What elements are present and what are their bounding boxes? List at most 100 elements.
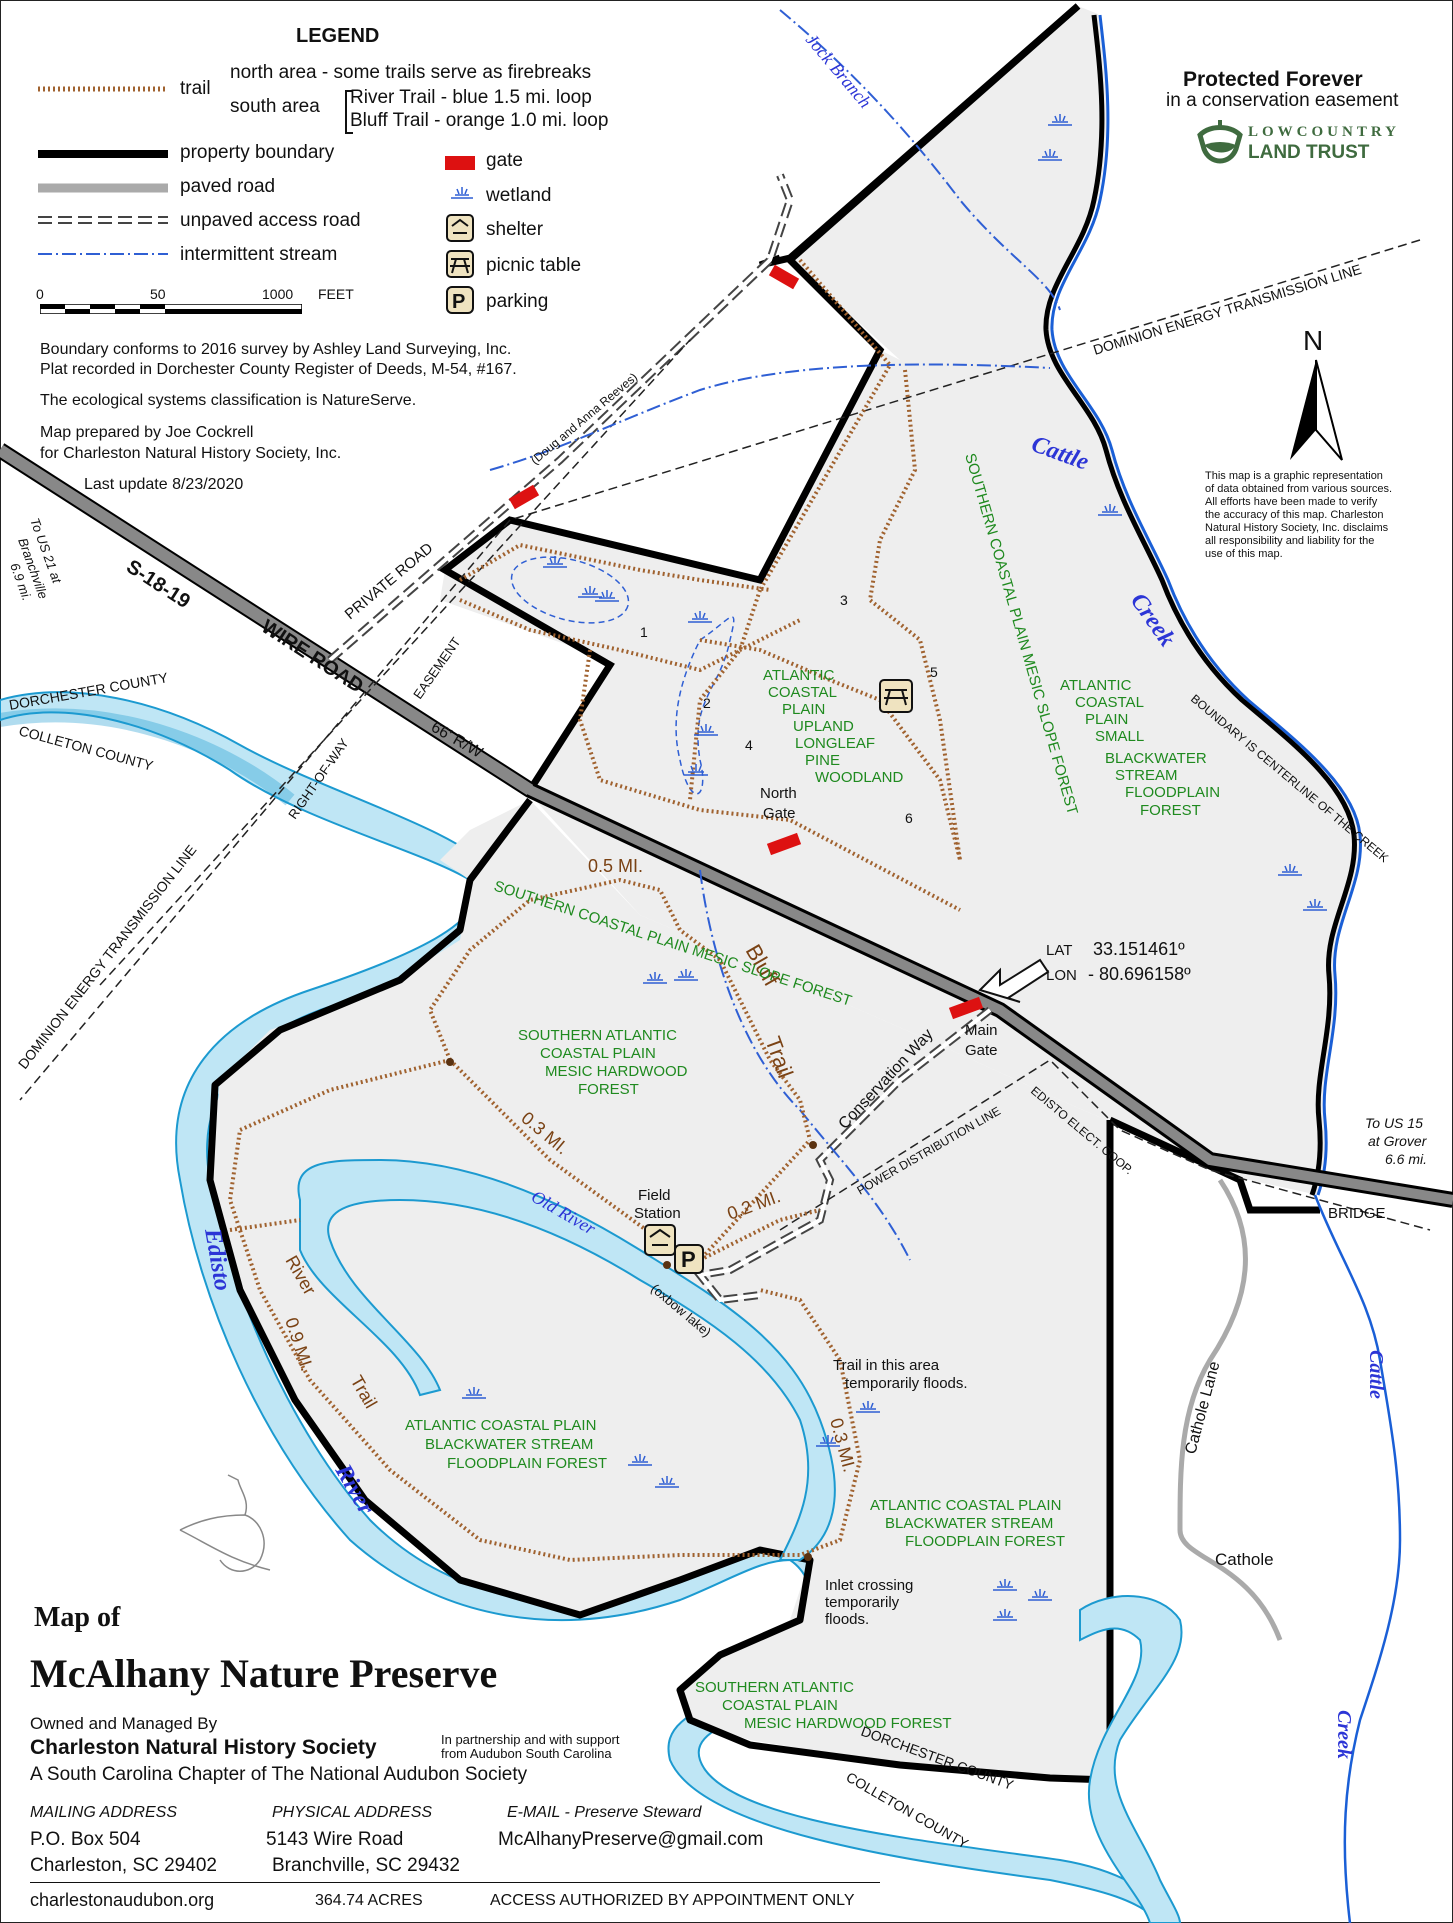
mailing-heading: MAILING ADDRESS [30,1804,177,1821]
legend-trail-label: trail [180,78,211,99]
north-stream [489,363,1051,471]
protected-line-2: in a conservation easement [1166,90,1399,111]
svg-text:FLOODPLAIN FOREST: FLOODPLAIN FOREST [447,1455,607,1472]
legend-unpaved-swatch [38,216,168,224]
scale-50: 50 [150,286,166,302]
svg-text:Cattle: Cattle [1365,1350,1387,1399]
title-map-of: Map of [34,1602,121,1633]
wetland-icon [543,556,567,568]
svg-text:UPLAND: UPLAND [793,718,854,735]
wetland-icon [643,972,667,984]
lowcountry-logo-icon [1197,120,1243,164]
svg-text:FOREST: FOREST [578,1081,639,1098]
svg-text:MESIC HARDWOOD FOREST: MESIC HARDWOOD FOREST [744,1715,952,1732]
svg-text:Creek: Creek [1333,1710,1355,1759]
svg-text:North: North [760,785,797,802]
svg-text:Field: Field [638,1187,671,1204]
svg-text:COASTAL PLAIN: COASTAL PLAIN [540,1045,656,1062]
scale-feet: FEET [318,286,354,302]
legend-title: LEGEND [296,25,380,47]
access-note: ACCESS AUTHORIZED BY APPOINTMENT ONLY [490,1892,855,1909]
wetland-icon [993,1579,1017,1591]
acres: 364.74 ACRES [315,1892,423,1909]
update-note: Last update 8/23/2020 [84,476,244,493]
title-preserve-name: McAlhany Nature Preserve [30,1651,498,1696]
legend-stream-swatch [38,253,168,255]
wetland-icon [1303,899,1327,911]
wetland-icon [674,969,698,981]
survey-note-1: Boundary conforms to 2016 survey by Ashl… [40,341,512,358]
cattle-creek-top [1050,14,1362,1196]
wetland-icon [655,1476,679,1488]
svg-text:floods.: floods. [825,1611,869,1628]
svg-text:PLAIN: PLAIN [782,701,825,718]
wetland-icon [684,764,708,776]
map-parking-icon: P [674,1244,704,1274]
email-address[interactable]: McAlhanyPreserve@gmail.com [498,1829,764,1850]
easement-line [99,339,691,986]
legend-stream-label: intermittent stream [180,244,338,265]
gate-main [948,996,984,1020]
property-area-south [210,800,1245,1780]
svg-text:0.5 MI.: 0.5 MI. [588,856,643,876]
gate-north [766,832,802,856]
svg-text:STREAM: STREAM [1115,767,1178,784]
svg-text:Main: Main [965,1022,998,1039]
scale-bar [40,304,302,314]
legend-bluff-trail: Bluff Trail - orange 1.0 mi. loop [350,110,609,131]
cattle-creek-bottom [1313,1194,1402,1923]
gate-north-private [768,264,800,290]
protected-line-1: Protected Forever [1183,68,1363,91]
svg-text:COASTAL: COASTAL [768,684,837,701]
south-trails [227,877,863,1563]
wetland-icon [1048,114,1072,126]
legend-boundary-swatch [38,150,168,158]
svg-text:P: P [452,291,465,313]
wetland-symbols [462,114,1327,1621]
legend-shelter-icon [446,214,474,242]
wetland-icon [856,1401,880,1413]
prepared-note-1: Map prepared by Joe Cockrell [40,424,254,441]
svg-text:1: 1 [640,624,648,640]
cathole-lane [1177,1178,1283,1641]
svg-text:- 80.696158º: - 80.696158º [1088,964,1191,984]
svg-text:LON: LON [1046,967,1077,984]
svg-text:LAT: LAT [1046,942,1072,959]
website[interactable]: charlestonaudubon.org [30,1890,215,1910]
svg-text:MESIC HARDWOOD: MESIC HARDWOOD [545,1063,688,1080]
svg-text:ATLANTIC: ATLANTIC [1060,677,1132,694]
legend-north-area: north area - some trails serve as firebr… [230,62,592,83]
power-line [779,1059,1431,1231]
svg-text:FLOODPLAIN FOREST: FLOODPLAIN FOREST [905,1533,1065,1550]
location-arrow [978,958,1050,1003]
org-name: Charleston Natural History Society [30,1736,377,1759]
legend-picnic-label: picnic table [486,255,582,276]
svg-text:Trail in this area: Trail in this area [833,1357,940,1374]
partnership-2: from Audubon South Carolina [441,1746,612,1761]
map-shelter-icon [644,1224,676,1256]
legend-wetland-icon [451,187,473,199]
old-river-oxbow [297,1158,836,1561]
legend-shelter-label: shelter [486,219,544,240]
wetland-icon [816,1435,840,1447]
mail-line-1: P.O. Box 504 [30,1829,141,1850]
survey-note-2: Plat recorded in Dorchester County Regis… [40,361,517,378]
scale-0: 0 [36,286,44,302]
dominion-line [509,239,1421,521]
wetland-icon [694,724,718,736]
svg-text:LONGLEAF: LONGLEAF [795,735,875,752]
property-area-north [440,6,1361,1195]
north-trails [458,258,962,912]
svg-text:ATLANTIC COASTAL PLAIN: ATLANTIC COASTAL PLAIN [405,1417,596,1434]
legend-parking-icon: P [446,286,474,314]
svg-text:temporarily floods.: temporarily floods. [845,1375,968,1392]
svg-text:SOUTHERN ATLANTIC: SOUTHERN ATLANTIC [518,1027,677,1044]
svg-text:BRIDGE: BRIDGE [1328,1205,1386,1222]
svg-text:5: 5 [930,664,938,680]
email-heading: E-MAIL - Preserve Steward [507,1804,702,1821]
svg-text:P: P [681,1247,696,1272]
svg-text:SMALL: SMALL [1095,728,1144,745]
svg-text:6.6 mi.: 6.6 mi. [1385,1151,1427,1167]
svg-text:3: 3 [840,592,848,608]
svg-text:Inlet crossing: Inlet crossing [825,1577,913,1594]
